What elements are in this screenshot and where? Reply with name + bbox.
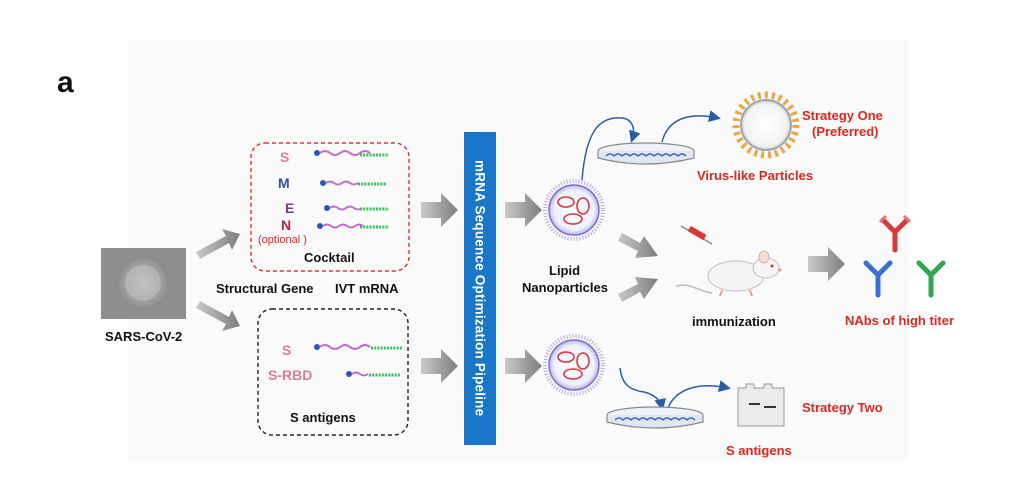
protein-gel-icon bbox=[737, 383, 785, 427]
ivt-mrna-label: IVT mRNA bbox=[335, 281, 399, 296]
mrna-strand-s bbox=[314, 150, 389, 157]
s-antigens-box-title: S antigens bbox=[290, 410, 356, 425]
cocktail-box bbox=[250, 142, 410, 272]
lipid-nanoparticle-top bbox=[543, 179, 605, 241]
arrow-lnp-to-mouse-top bbox=[618, 233, 658, 258]
strategy-one-note: (Preferred) bbox=[812, 124, 879, 139]
gene-label-n: N bbox=[281, 217, 292, 233]
optional-note: (optional ) bbox=[258, 234, 307, 246]
arrow-lnp-to-mouse-bottom bbox=[618, 277, 658, 302]
lnp-label-line1: Lipid bbox=[549, 263, 581, 278]
antibody-green-icon bbox=[916, 260, 946, 298]
syringe-icon bbox=[680, 225, 713, 245]
cocktail-title: Cocktail bbox=[304, 250, 355, 265]
strategy-one-title: Strategy One bbox=[802, 108, 883, 123]
arrow-santigens-to-pipeline bbox=[421, 349, 458, 383]
mouse-illustration bbox=[675, 250, 782, 297]
arrow-to-s-antigens bbox=[196, 301, 240, 331]
gene-label-s: S bbox=[280, 149, 290, 165]
mrna-strand-s-rbd bbox=[346, 371, 400, 377]
culture-dish-bottom bbox=[606, 406, 704, 429]
nabs-label: NAbs of high titer bbox=[845, 313, 955, 328]
immunization-label: immunization bbox=[692, 314, 776, 329]
virus-micrograph bbox=[101, 248, 186, 319]
gene-label-s-antigen: S bbox=[282, 342, 292, 358]
structural-gene-label: Structural Gene bbox=[216, 281, 314, 296]
mrna-strand-s-antigen bbox=[314, 344, 402, 350]
s-antigens-box bbox=[257, 308, 409, 436]
optimization-pipeline: mRNA Sequence Optimization Pipeline bbox=[464, 132, 496, 445]
strategy-two-title: Strategy Two bbox=[802, 400, 883, 415]
arrow-cocktail-to-pipeline bbox=[421, 193, 458, 227]
mrna-strand-n bbox=[317, 223, 389, 229]
lipid-nanoparticle-bottom bbox=[543, 334, 605, 396]
pipeline-label: mRNA Sequence Optimization Pipeline bbox=[472, 160, 488, 417]
arrow-dish-to-gel bbox=[667, 380, 731, 409]
antibody-blue-icon bbox=[863, 260, 893, 298]
arrow-pipeline-to-lnp-top bbox=[505, 193, 542, 227]
virus-like-particle bbox=[732, 91, 800, 159]
virus-label: SARS-CoV-2 bbox=[105, 329, 183, 344]
arrow-dish-to-vlp bbox=[661, 110, 721, 143]
mrna-strand-e bbox=[324, 205, 389, 211]
gene-label-m: M bbox=[278, 175, 290, 191]
arrow-lnp-to-dish-top bbox=[581, 117, 641, 181]
mrna-strand-m bbox=[320, 180, 387, 186]
arrow-lnp-to-dish-bottom bbox=[619, 367, 667, 411]
vlp-label: Virus-like Particles bbox=[697, 168, 814, 183]
gene-label-e: E bbox=[285, 200, 295, 216]
arrow-mouse-to-nabs bbox=[808, 247, 845, 281]
antibody-red-icon bbox=[878, 214, 912, 253]
arrow-pipeline-to-lnp-bottom bbox=[505, 349, 542, 383]
strategy-two-product: S antigens bbox=[726, 443, 792, 458]
panel-label: a bbox=[57, 66, 74, 99]
gene-label-s-rbd: S-RBD bbox=[268, 367, 313, 383]
culture-dish-top bbox=[597, 142, 695, 165]
lnp-label-line2: Nanoparticles bbox=[522, 280, 608, 295]
arrow-to-cocktail bbox=[196, 229, 240, 259]
